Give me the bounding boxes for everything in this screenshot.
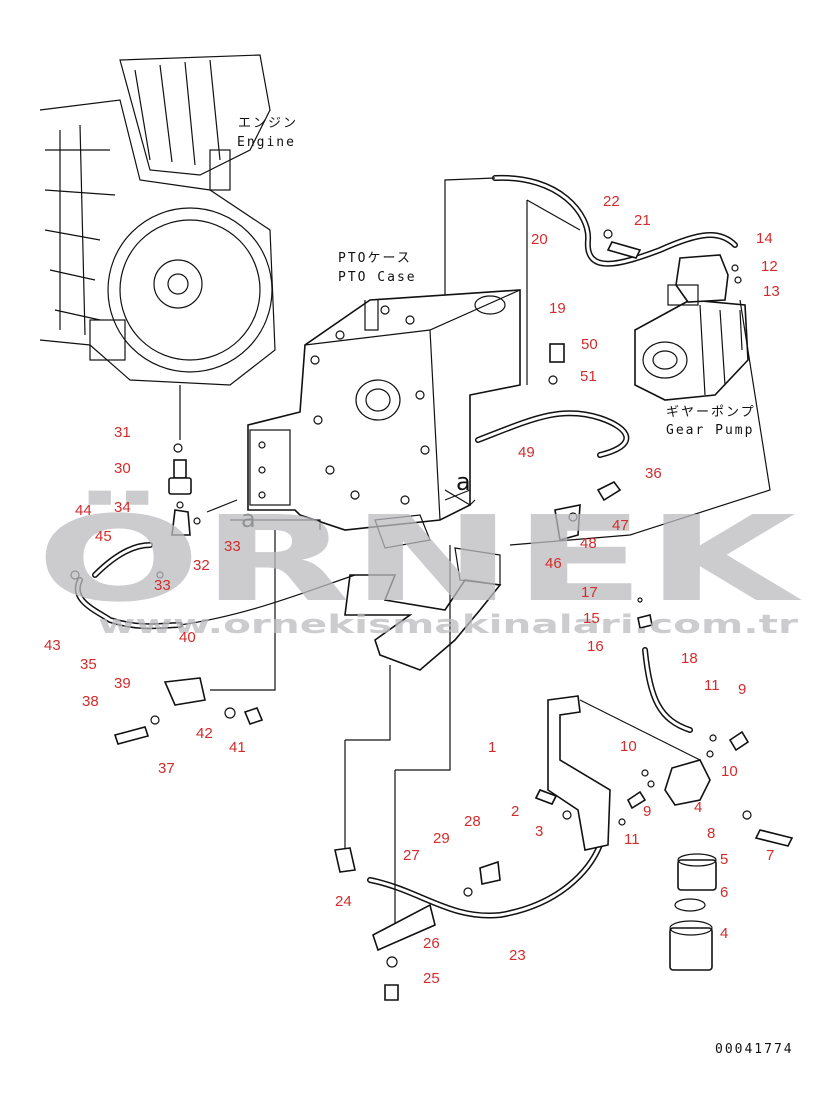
- callout-24: 24: [335, 893, 352, 910]
- section-marks: a a: [206, 468, 471, 533]
- section-mark-right: a: [456, 468, 471, 496]
- callout-2: 2: [511, 803, 519, 820]
- callout-44: 44: [75, 502, 92, 519]
- callout-33b: 33: [154, 577, 171, 594]
- callout-50: 50: [581, 336, 598, 353]
- callout-6: 6: [720, 884, 728, 901]
- callout-3: 3: [535, 823, 543, 840]
- pto-caption-jp: PTOケース: [338, 251, 412, 266]
- callout-42: 42: [196, 725, 213, 742]
- engine-drawing: [39, 54, 276, 440]
- section-mark-left: a: [241, 505, 256, 533]
- callout-21: 21: [634, 212, 651, 229]
- callout-17: 17: [581, 584, 598, 601]
- pto-case-drawing: [247, 289, 521, 531]
- callout-8: 8: [707, 825, 715, 842]
- pto-caption-en: PTO Case: [338, 270, 417, 285]
- mount-bracket: [344, 514, 502, 671]
- lower-right-assembly: [534, 695, 794, 971]
- callout-28: 28: [464, 813, 481, 830]
- callout-9a: 9: [738, 681, 746, 698]
- callout-19: 19: [549, 300, 566, 317]
- callout-33a: 33: [224, 538, 241, 555]
- callout-1: 1: [488, 739, 496, 756]
- callout-16: 16: [587, 638, 604, 655]
- callout-23: 23: [509, 947, 526, 964]
- callout-15: 15: [583, 610, 600, 627]
- callout-36: 36: [645, 465, 662, 482]
- callout-41: 41: [229, 739, 246, 756]
- part-callouts: 1 2 3 4 4 5 6 7 8 9 9 10 10 11 11 12 13 …: [44, 193, 780, 987]
- callout-32: 32: [193, 557, 210, 574]
- callout-18: 18: [681, 650, 698, 667]
- callout-38: 38: [82, 693, 99, 710]
- small-fittings: [70, 229, 752, 1001]
- callout-47: 47: [612, 517, 629, 534]
- pto-bolt-holes: [258, 305, 430, 505]
- callout-10b: 10: [721, 763, 738, 780]
- watermark-url: www.ornekismakinalari.com.tr: [98, 610, 798, 640]
- callout-37: 37: [158, 760, 175, 777]
- captions: エンジン Engine PTOケース PTO Case ギヤーポンプ Gear …: [237, 116, 794, 1057]
- callout-7: 7: [766, 847, 774, 864]
- callout-13: 13: [763, 283, 780, 300]
- callout-11b: 11: [624, 831, 640, 848]
- callout-40: 40: [179, 629, 196, 646]
- callout-9b: 9: [643, 803, 651, 820]
- callout-29: 29: [433, 830, 450, 847]
- callout-25: 25: [423, 970, 440, 987]
- callout-43: 43: [44, 637, 61, 654]
- callout-35: 35: [80, 656, 97, 673]
- watermark-brand: ÖRNEK: [36, 490, 803, 628]
- engine-caption-jp: エンジン: [238, 116, 298, 131]
- callout-48: 48: [580, 535, 597, 552]
- pump-caption-en: Gear Pump: [666, 423, 754, 438]
- callout-26: 26: [423, 935, 440, 952]
- callout-31: 31: [114, 424, 131, 441]
- callout-11a: 11: [704, 677, 720, 694]
- callout-27: 27: [403, 847, 420, 864]
- callout-4a: 4: [694, 799, 702, 816]
- callout-22: 22: [603, 193, 620, 210]
- callout-49: 49: [518, 444, 535, 461]
- callout-39: 39: [114, 675, 131, 692]
- callout-45: 45: [95, 528, 112, 545]
- pump-caption-jp: ギヤーポンプ: [666, 405, 756, 420]
- callout-51: 51: [580, 368, 597, 385]
- callout-14: 14: [756, 230, 773, 247]
- callout-46: 46: [545, 555, 562, 572]
- gear-pump-drawing: [634, 254, 749, 401]
- drawing-number: 00041774: [715, 1042, 794, 1057]
- callout-34: 34: [114, 499, 131, 516]
- callout-30: 30: [114, 460, 131, 477]
- callout-10a: 10: [620, 738, 637, 755]
- callout-4b: 4: [720, 925, 728, 942]
- callout-5: 5: [720, 851, 728, 868]
- hose-lines: [74, 174, 771, 935]
- watermark: ÖRNEK www.ornekismakinalari.com.tr: [36, 490, 803, 640]
- engine-caption-en: Engine: [237, 135, 296, 150]
- callout-20: 20: [531, 231, 548, 248]
- callout-12: 12: [761, 258, 778, 275]
